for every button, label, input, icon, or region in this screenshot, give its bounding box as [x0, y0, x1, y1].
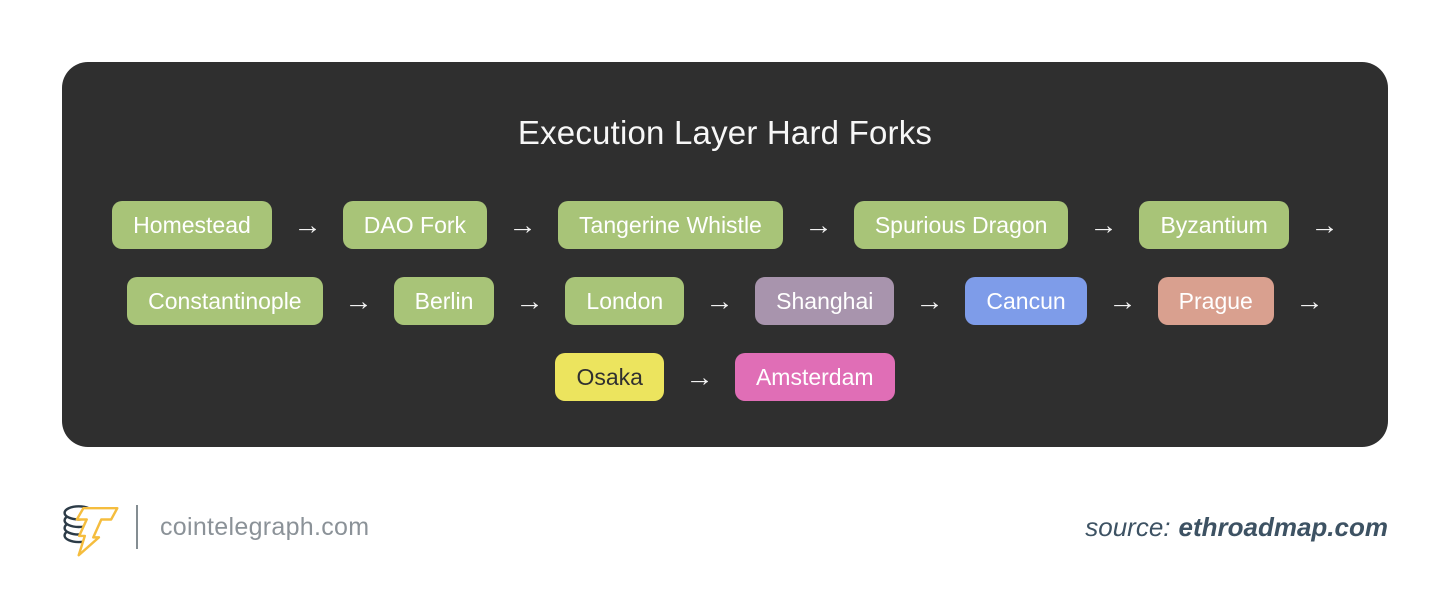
arrow-right-icon: →: [1310, 210, 1339, 240]
arrow-right-icon: →: [685, 362, 714, 392]
arrow-right-icon: →: [508, 210, 537, 240]
fork-rows: Homestead → DAO Fork → Tangerine Whistle → Spu…: [62, 201, 1388, 401]
fork-badge-dao-fork: DAO Fork: [342, 201, 488, 249]
fork-badge-berlin: Berlin: [393, 277, 495, 325]
footer: cointelegraph.com source:ethroadmap.com: [58, 494, 1388, 560]
arrow-right-icon: →: [293, 210, 322, 240]
fork-badge-tangerine-whistle: Tangerine Whistle: [558, 201, 783, 249]
arrow-right-icon: →: [1295, 286, 1324, 316]
fork-row: Homestead → DAO Fork → Tangerine Whistle → Spu…: [62, 201, 1388, 249]
brand-divider: [136, 505, 138, 549]
fork-badge-byzantium: Byzantium: [1139, 201, 1289, 249]
fork-row: Osaka → Amsterdam: [62, 353, 1388, 401]
arrow-right-icon: →: [1107, 286, 1137, 316]
fork-badge-prague: Prague: [1157, 277, 1274, 325]
source-site: ethroadmap.com: [1178, 511, 1389, 542]
arrow-right-icon: →: [804, 210, 833, 240]
fork-badge-cancun: Cancun: [965, 277, 1087, 325]
cointelegraph-logo-icon: [58, 495, 122, 559]
fork-badge-spurious-dragon: Spurious Dragon: [853, 201, 1069, 249]
arrow-right-icon: →: [515, 286, 545, 316]
fork-badge-constantinople: Constantinople: [127, 277, 323, 325]
brand-text: cointelegraph.com: [160, 512, 370, 541]
fork-badge-london: London: [565, 277, 685, 325]
fork-row: Constantinople → Berlin → London → Shanghai → Ca…: [62, 277, 1388, 325]
fork-badge-amsterdam: Amsterdam: [734, 353, 895, 401]
hard-forks-panel: Execution Layer Hard Forks Homestead → DAO…: [62, 62, 1388, 447]
panel-title: Execution Layer Hard Forks: [517, 114, 933, 151]
fork-badge-osaka: Osaka: [555, 353, 664, 401]
arrow-right-icon: →: [915, 286, 945, 316]
arrow-right-icon: →: [1089, 210, 1119, 240]
cointelegraph-brand: cointelegraph.com: [58, 495, 369, 559]
arrow-right-icon: →: [343, 286, 373, 316]
source-attribution: source:ethroadmap.com: [1085, 512, 1388, 543]
source-label: source:: [1085, 511, 1171, 542]
fork-badge-homestead: Homestead: [112, 201, 272, 249]
arrow-right-icon: →: [705, 286, 734, 316]
fork-badge-shanghai: Shanghai: [755, 277, 895, 325]
